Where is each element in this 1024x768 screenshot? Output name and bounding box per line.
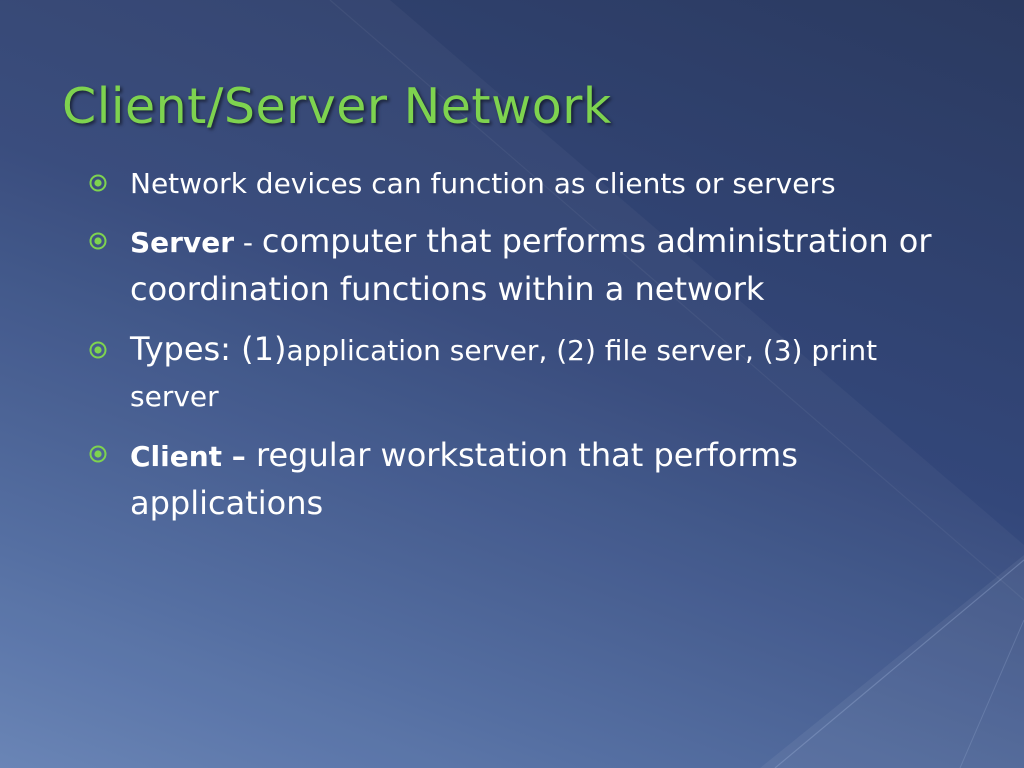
circled-dot-icon — [89, 174, 107, 192]
bullet-item: Client – regular workstation that perfor… — [86, 432, 966, 528]
bullet-text: application server, (2) file server, (3)… — [130, 334, 878, 413]
circled-dot-icon — [89, 341, 107, 359]
bullet-item: Server - computer that performs administ… — [86, 218, 966, 314]
bullet-text: regular workstation that performs applic… — [130, 436, 798, 522]
bullet-item: Network devices can function as clients … — [86, 162, 966, 206]
bullet-prefix: Types: (1) — [130, 330, 287, 368]
bullet-term: Server — [130, 226, 235, 259]
bullet-list: Network devices can function as clients … — [86, 162, 966, 540]
bullet-term: Client – — [130, 440, 246, 473]
bullet-text: computer that performs administration or… — [130, 222, 932, 308]
bullet-item: Types: (1)application server, (2) file s… — [86, 326, 966, 420]
slide-title: Client/Server Network — [62, 78, 612, 135]
bullet-separator: - — [234, 226, 262, 259]
circled-dot-icon — [89, 445, 107, 463]
circled-dot-icon — [89, 232, 107, 250]
bullet-text: Network devices can function as clients … — [130, 167, 836, 200]
